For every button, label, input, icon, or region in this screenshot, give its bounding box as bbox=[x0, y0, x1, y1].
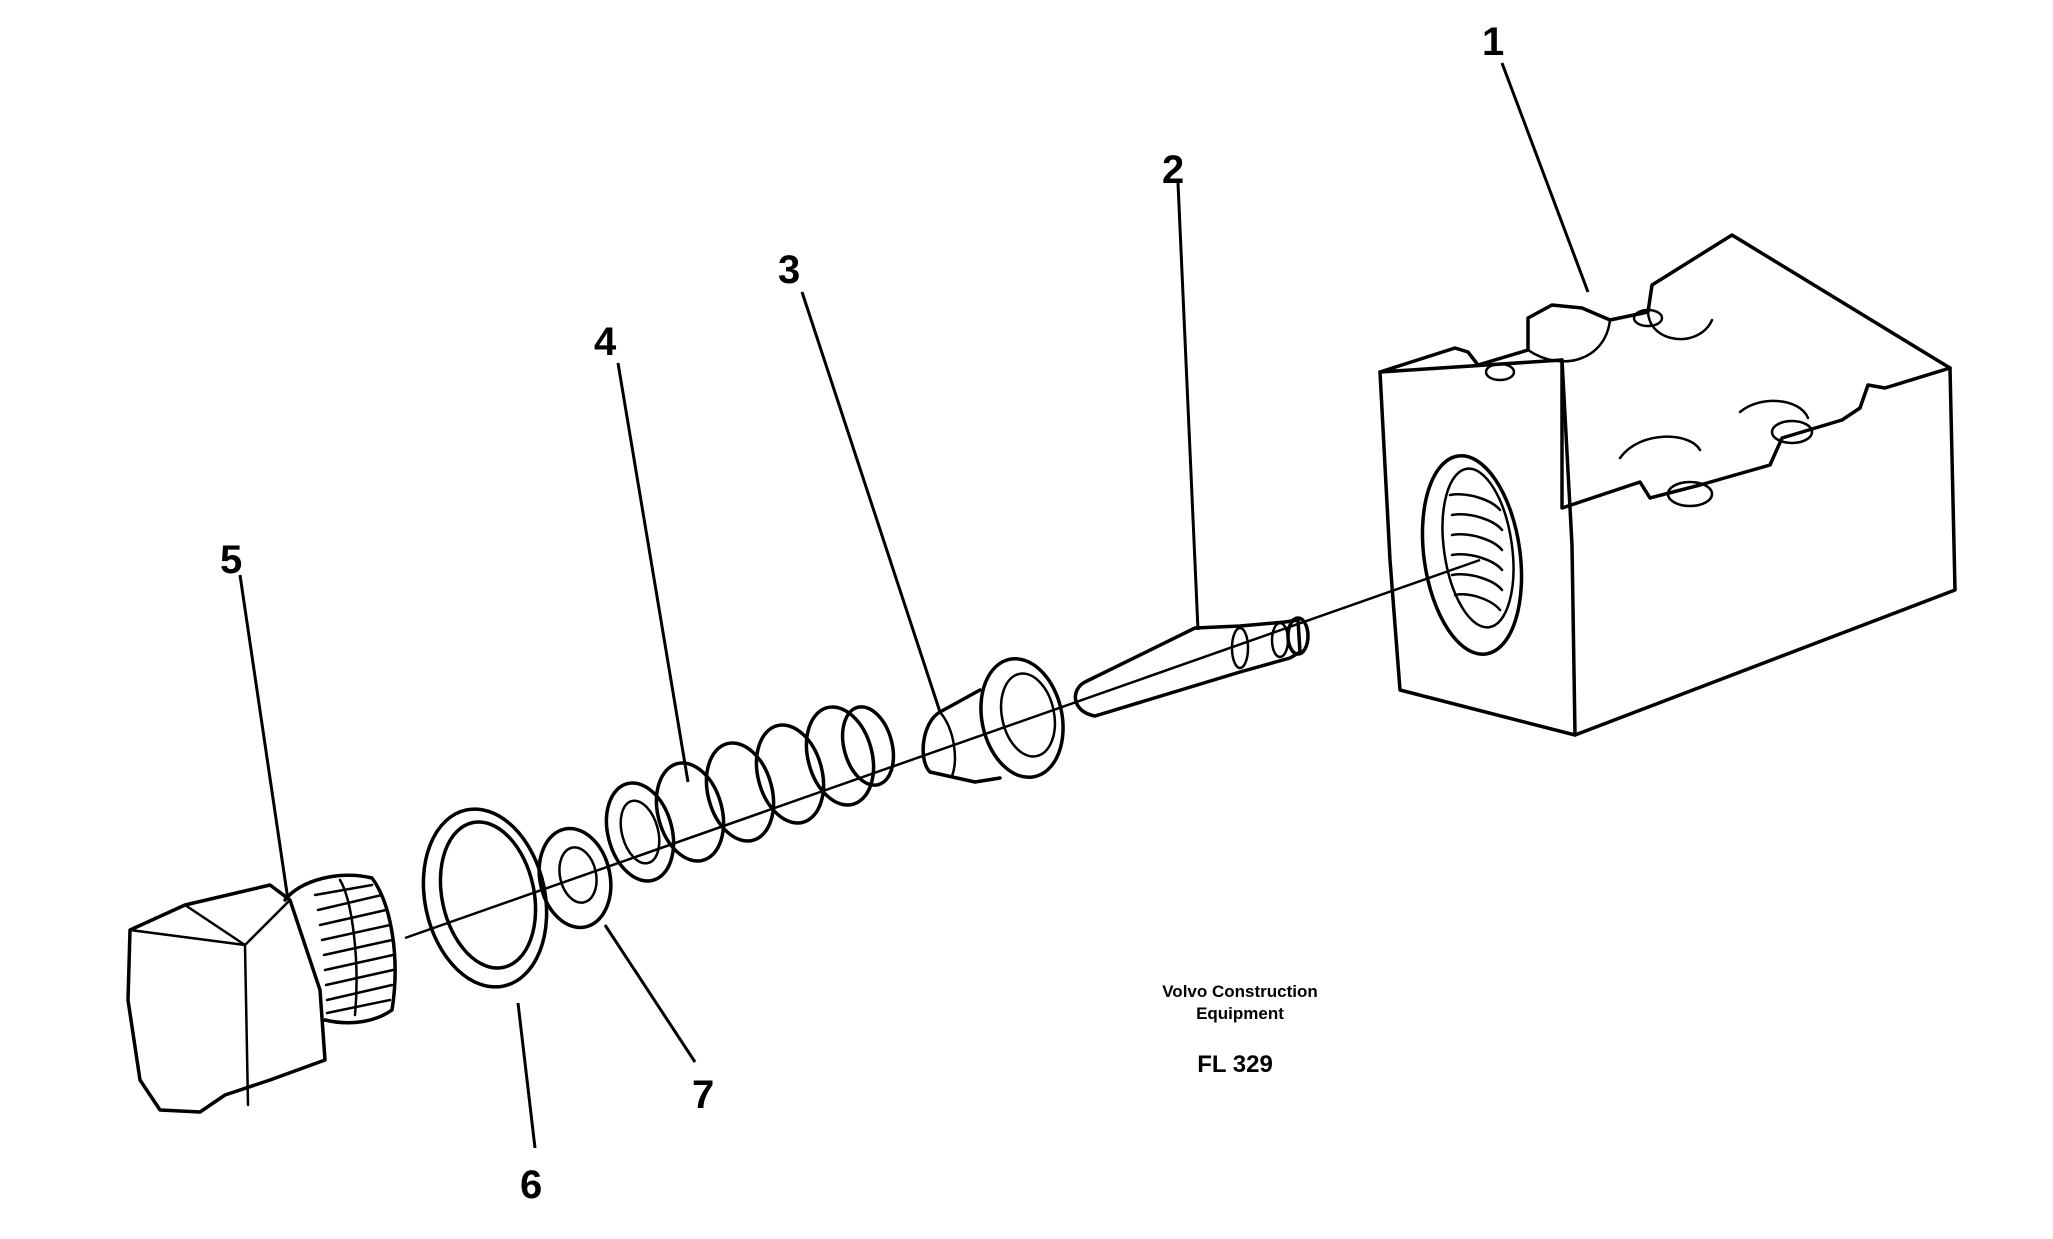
callout-1: 1 bbox=[1482, 20, 1504, 64]
leader-line-5 bbox=[238, 574, 290, 901]
callout-2: 2 bbox=[1162, 148, 1184, 192]
leader-line-3 bbox=[800, 291, 942, 713]
part-5-plug bbox=[126, 873, 397, 1114]
caption-company-line2: Equipment bbox=[1196, 1004, 1284, 1023]
callout-4: 4 bbox=[594, 320, 617, 364]
part-6-sealing-ring bbox=[421, 807, 549, 989]
leader-line-2 bbox=[1176, 182, 1200, 631]
part-7-washer bbox=[537, 826, 613, 930]
part-3-valve-poppet bbox=[921, 656, 1065, 784]
callout-6: 6 bbox=[520, 1163, 542, 1207]
callout-3: 3 bbox=[778, 248, 800, 292]
leader-line-6 bbox=[516, 1002, 537, 1149]
part-1-valve-block bbox=[1378, 233, 1957, 737]
callout-7: 7 bbox=[692, 1073, 714, 1117]
callout-5: 5 bbox=[220, 538, 242, 582]
leader-line-7 bbox=[603, 924, 697, 1063]
leader-line-1 bbox=[1500, 62, 1590, 293]
assembly-axis-line bbox=[404, 558, 1481, 940]
caption-company-line1: Volvo Construction bbox=[1162, 982, 1318, 1001]
part-2-pin bbox=[1073, 616, 1310, 718]
figure-code: FL 329 bbox=[1197, 1051, 1273, 1078]
leader-line-4 bbox=[616, 362, 690, 783]
part-4-spring bbox=[604, 705, 896, 883]
leader-lines bbox=[238, 62, 1590, 1149]
